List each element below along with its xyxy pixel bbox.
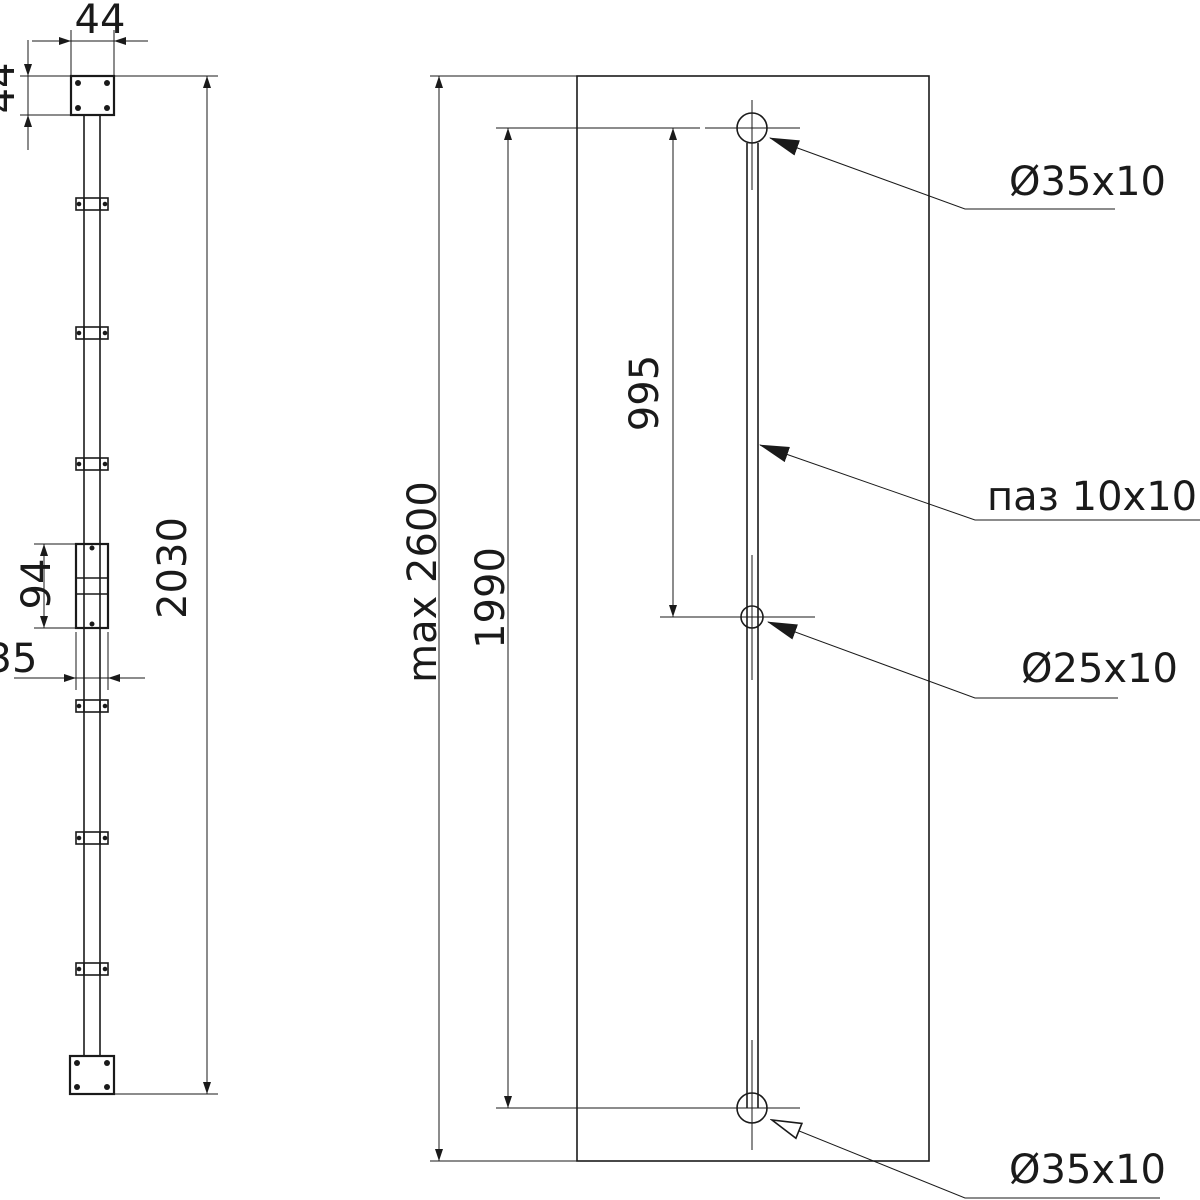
clamp: [75, 457, 109, 471]
callout-label-middle-hole: Ø25x10: [1021, 646, 1178, 692]
dim-label-panel-height: max 2600: [400, 481, 446, 683]
dim-label-rod-diameter: 35: [0, 636, 37, 682]
dim-label-hole-spacing: 1990: [468, 547, 514, 649]
callout-label-top-hole: Ø35x10: [1009, 159, 1166, 205]
callout-top-hole: [769, 137, 1115, 210]
bottom-mount-plate: [68, 1054, 116, 1096]
callout-label-groove: паз 10х10: [987, 474, 1197, 520]
bottom-hole: [700, 1040, 800, 1150]
callout-groove: [759, 444, 1200, 521]
dim-rail-length: [114, 75, 218, 1095]
panel-outline: [576, 75, 930, 1162]
dim-label-plate-width: 44: [75, 0, 126, 43]
rail-clamps: [75, 197, 109, 976]
clamp: [75, 831, 109, 845]
dim-label-rail-length: 2030: [150, 517, 196, 619]
callout-bottom-hole: [772, 1120, 1160, 1199]
center-clip-block: [74, 542, 110, 630]
callout-label-bottom-hole: Ø35x10: [1009, 1147, 1166, 1193]
dim-hole-spacing: [496, 127, 700, 1109]
clamp: [75, 197, 109, 211]
dim-label-plate-height: 44: [0, 63, 24, 114]
callout-middle-hole: [767, 621, 1118, 699]
dim-panel-height: [430, 75, 577, 1162]
clamp: [75, 962, 109, 976]
glass-panel: max 2600 1990 995 Ø35x10 паз 10х10: [400, 75, 1200, 1199]
top-mount-plate: [69, 74, 116, 117]
clamp: [75, 326, 109, 340]
clamp: [75, 699, 109, 713]
dim-label-half-spacing: 995: [622, 355, 668, 431]
dim-plate-height: [20, 40, 71, 150]
dim-plate-width: [32, 30, 148, 76]
dim-clip-height: [34, 543, 76, 629]
middle-hole: [660, 555, 815, 680]
top-hole: [705, 100, 800, 190]
rail-assembly: 44 44 94 35: [0, 0, 218, 1096]
dim-rod-diameter: [14, 632, 145, 690]
dim-label-clip-height: 94: [14, 559, 60, 610]
